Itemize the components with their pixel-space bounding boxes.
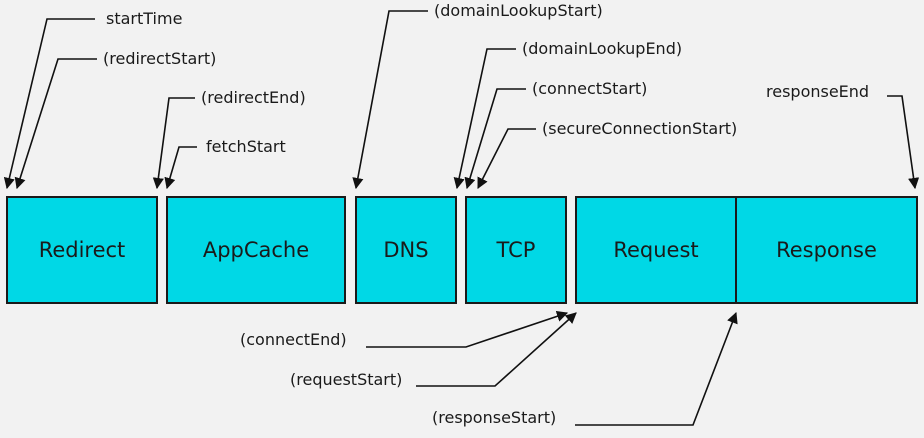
- arrow-secure-connection-start: [477, 128, 536, 189]
- arrow-redirect-end: [152, 97, 195, 190]
- arrow-connect-start: [464, 88, 526, 190]
- connect-start-label: (connectStart): [532, 79, 648, 98]
- appcache-box: AppCache: [166, 196, 346, 304]
- arrow-connect-end: [366, 310, 569, 348]
- arrow-response-end: [887, 95, 920, 190]
- connect-end-label: (connectEnd): [240, 330, 347, 349]
- fetch-start-label: fetchStart: [206, 137, 286, 156]
- arrow-redirect-start: [14, 58, 97, 190]
- redirect-box: Redirect: [6, 196, 158, 304]
- request-box: Request: [575, 196, 737, 304]
- domain-lookup-start-label: (domainLookupStart): [434, 1, 603, 20]
- domain-lookup-end-label: (domainLookupEnd): [522, 39, 683, 58]
- arrow-domain-lookup-start: [352, 10, 428, 190]
- response-box: Response: [735, 196, 918, 304]
- arrow-domain-lookup-end: [453, 48, 516, 190]
- arrow-response-start: [575, 311, 738, 426]
- tcp-label: TCP: [496, 238, 536, 262]
- request-label: Request: [613, 238, 699, 262]
- response-end-label: responseEnd: [766, 82, 870, 101]
- arrow-fetch-start: [164, 146, 197, 190]
- start-time-label: startTime: [106, 9, 183, 28]
- request-start-label: (requestStart): [290, 370, 403, 389]
- response-label: Response: [776, 238, 877, 262]
- tcp-box: TCP: [465, 196, 567, 304]
- appcache-label: AppCache: [202, 238, 310, 262]
- redirect-start-label: (redirectStart): [103, 49, 217, 68]
- secure-connection-start-label: (secureConnectionStart): [542, 119, 738, 138]
- response-start-label: (responseStart): [432, 408, 557, 427]
- dns-box: DNS: [355, 196, 457, 304]
- redirect-label: Redirect: [38, 238, 126, 262]
- arrow-start-time: [3, 18, 95, 190]
- redirect-end-label: (redirectEnd): [201, 88, 306, 107]
- dns-label: DNS: [383, 238, 429, 262]
- arrow-request-start: [416, 312, 577, 387]
